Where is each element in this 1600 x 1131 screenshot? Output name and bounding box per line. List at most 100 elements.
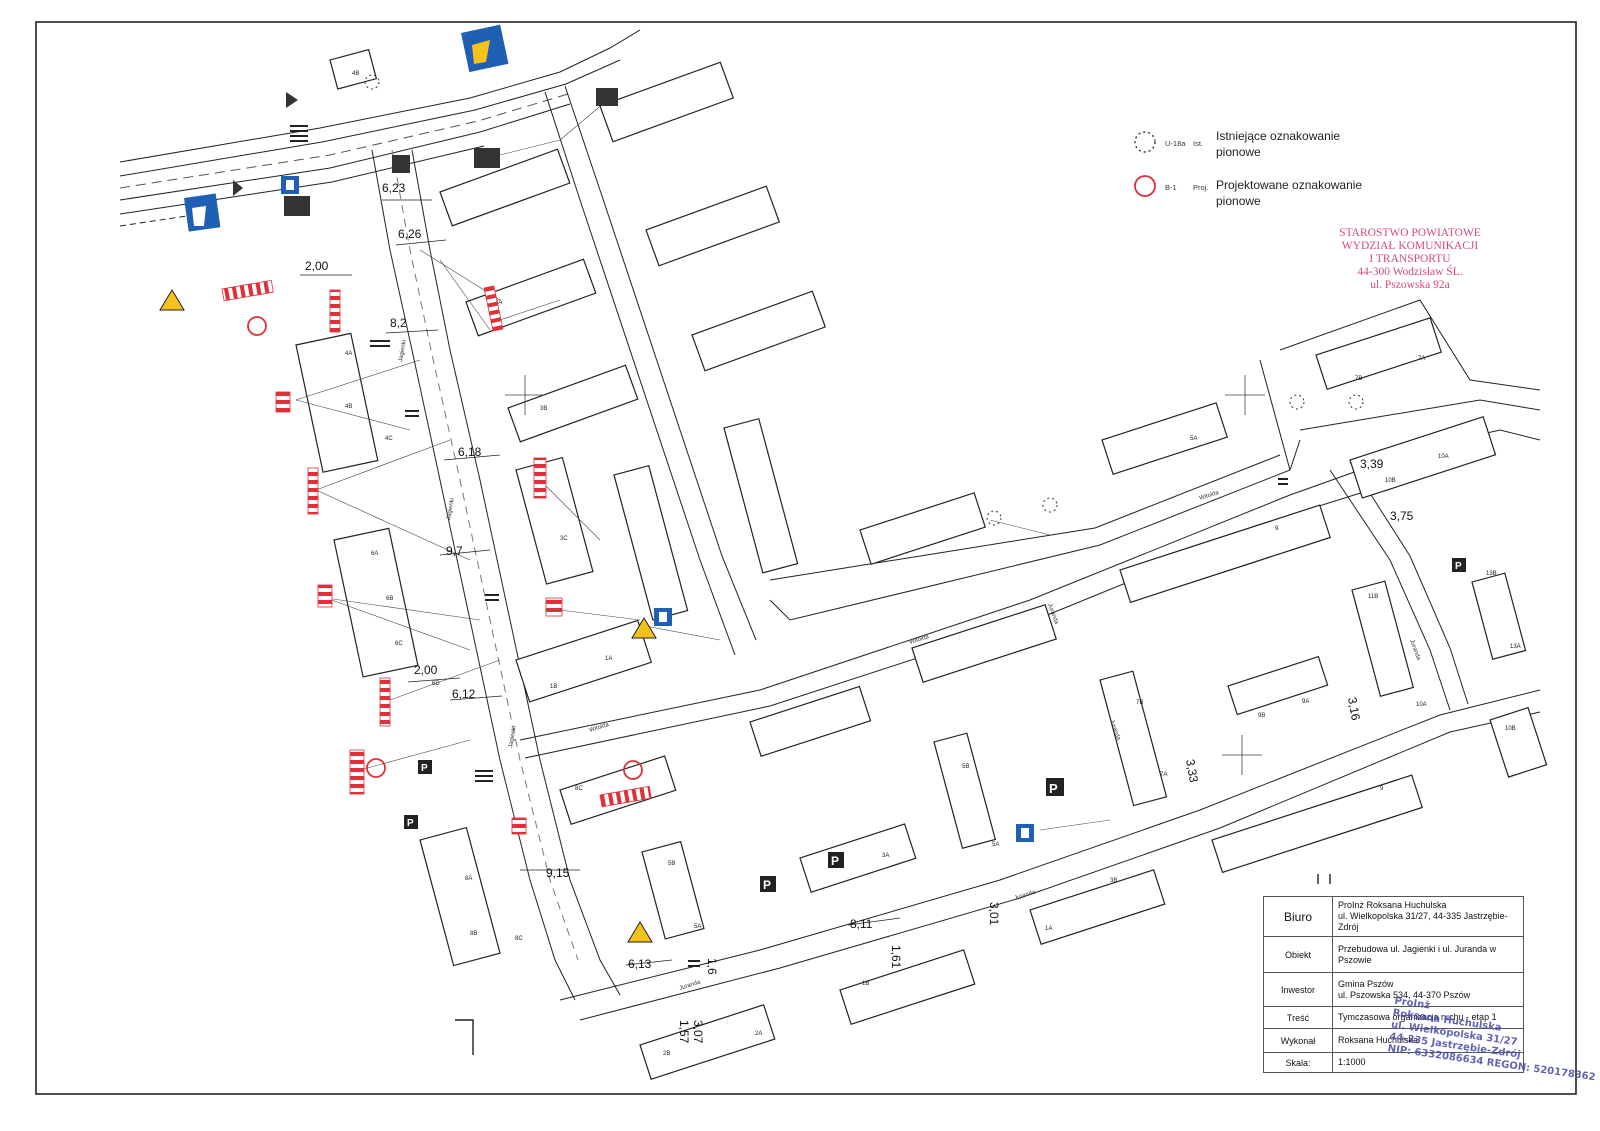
svg-text:P: P (831, 854, 839, 868)
title-key: Obiekt (1263, 936, 1333, 973)
dimension-label: 2,00 (414, 663, 438, 677)
dimension-labels: 6,23 6,26 2,00 8,2 6,18 9,7 2,00 6,12 9,… (305, 181, 1414, 1044)
svg-text:8A: 8A (465, 876, 472, 882)
dimension-label: 8,2 (390, 316, 407, 330)
title-value: 1:1000 (1332, 1052, 1524, 1073)
dimension-label: 3,39 (1360, 457, 1384, 471)
blue-signs (184, 24, 1034, 842)
svg-text:7A: 7A (1418, 356, 1425, 362)
svg-text:11B: 11B (1368, 594, 1378, 600)
svg-text:5B: 5B (668, 861, 675, 867)
svg-text:1A: 1A (1045, 926, 1052, 932)
dimension-label: 6,23 (382, 181, 406, 195)
dimension-label: 3,75 (1390, 509, 1414, 523)
svg-text:6B: 6B (386, 596, 393, 602)
svg-text:4A: 4A (345, 351, 352, 357)
dimension-label: 3,16 (1345, 696, 1363, 722)
jagienki-diagonal-street (544, 85, 757, 656)
legend-texts: Istniejące oznakowanie pionowe Projektow… (1216, 129, 1362, 208)
svg-text:3A: 3A (495, 300, 502, 306)
svg-text:1B: 1B (550, 684, 557, 690)
legend-codes: U-18a Ist. B-1 Proj. (1165, 139, 1208, 192)
svg-text:5A: 5A (694, 924, 701, 930)
svg-text:4B: 4B (352, 71, 359, 77)
street-label: Juranda (679, 979, 702, 992)
legend-projected-text-1: Projektowane oznakowanie (1216, 178, 1362, 192)
projected-sign-markers (247, 316, 643, 780)
crosshair-marks (505, 375, 1265, 775)
title-key: Biuro (1263, 896, 1333, 937)
svg-text:13B: 13B (1486, 571, 1497, 577)
svg-text:3B: 3B (540, 406, 547, 412)
jagienki-street (371, 149, 621, 1001)
office-stamp: STAROSTWO POWIATOWE WYDZIAŁ KOMUNIKACJI … (1330, 227, 1490, 292)
parking-signs: P P P P P P (233, 88, 1466, 892)
svg-text:8B: 8B (470, 931, 477, 937)
street-label: Juranda (1014, 889, 1037, 902)
svg-text:P: P (1455, 561, 1462, 572)
stamp-line: 44-300 Wodzisław ŚL. (1357, 266, 1463, 278)
bracket-mark (455, 874, 1331, 1055)
svg-text:P: P (1049, 781, 1058, 796)
dimension-label: 6,18 (458, 445, 482, 459)
svg-text:7B: 7B (1355, 376, 1362, 382)
legend-projected-suffix: Proj. (1193, 183, 1208, 192)
title-key: Skala: (1263, 1052, 1333, 1073)
svg-text:9: 9 (1275, 526, 1279, 532)
legend-projected-text-2: pionowe (1216, 194, 1261, 208)
svg-text:5A: 5A (992, 842, 999, 848)
title-row: Treść Tymczasowa organizacja ruchu - eta… (1263, 1006, 1524, 1029)
dimension-label: 6,12 (452, 687, 476, 701)
dimension-label: 9,15 (546, 866, 570, 880)
svg-text:9A: 9A (1302, 699, 1309, 705)
title-row: Skala: 1:1000 (1263, 1052, 1524, 1073)
svg-text:7B: 7B (1136, 700, 1143, 706)
dimension-label: 1,6 (705, 958, 719, 975)
dimension-label: 3,01 (987, 902, 1001, 926)
dimension-label: 6,26 (398, 227, 422, 241)
street-label: Witolda (1199, 490, 1221, 502)
legend-existing-text-2: pionowe (1216, 145, 1261, 159)
stamp-line: WYDZIAŁ KOMUNIKACJI (1341, 240, 1479, 252)
dimension-label: 9,7 (446, 544, 463, 558)
dimension-lines (300, 199, 901, 966)
svg-text:4B: 4B (345, 404, 352, 410)
stamp-line: STAROSTWO POWIATOWE (1339, 227, 1481, 239)
svg-text:10B: 10B (1385, 478, 1396, 484)
svg-text:4C: 4C (385, 436, 393, 442)
buildings (295, 48, 1548, 1080)
svg-text:3A: 3A (882, 853, 889, 859)
street-label: Jagienki (446, 498, 456, 521)
svg-text:P: P (763, 878, 771, 892)
stamp-line: ul. Pszowska 92a (1370, 279, 1450, 291)
barriers (221, 279, 652, 835)
legend-existing-symbol (1134, 131, 1156, 153)
legend-existing-text-1: Istniejące oznakowanie (1216, 129, 1340, 143)
crosswalks (290, 125, 1288, 967)
legend-projected-symbol (1134, 175, 1156, 197)
dimension-label: 8,11 (850, 917, 873, 931)
title-key: Inwestor (1263, 972, 1333, 1007)
svg-text:6A: 6A (371, 551, 378, 557)
dimension-label: 3,33 (1183, 758, 1201, 784)
dimension-label: 1,57 (677, 1020, 691, 1044)
svg-text:7A: 7A (1160, 772, 1167, 778)
juranda-street (559, 461, 1541, 1021)
svg-text:10B: 10B (1505, 726, 1516, 732)
svg-text:3C: 3C (560, 536, 568, 542)
street-label: Jagienki (508, 726, 518, 749)
street-label: Jagienki (398, 340, 408, 363)
svg-text:10A: 10A (1416, 702, 1427, 708)
legend-projected-code: B-1 (1165, 183, 1177, 192)
building-number-layer (0, 0, 1, 1)
svg-text:9B: 9B (1258, 713, 1265, 719)
svg-text:5A: 5A (1190, 436, 1197, 442)
svg-text:2B: 2B (663, 1051, 670, 1057)
existing-sign-markers (364, 74, 1364, 526)
warning-signs (159, 289, 657, 943)
